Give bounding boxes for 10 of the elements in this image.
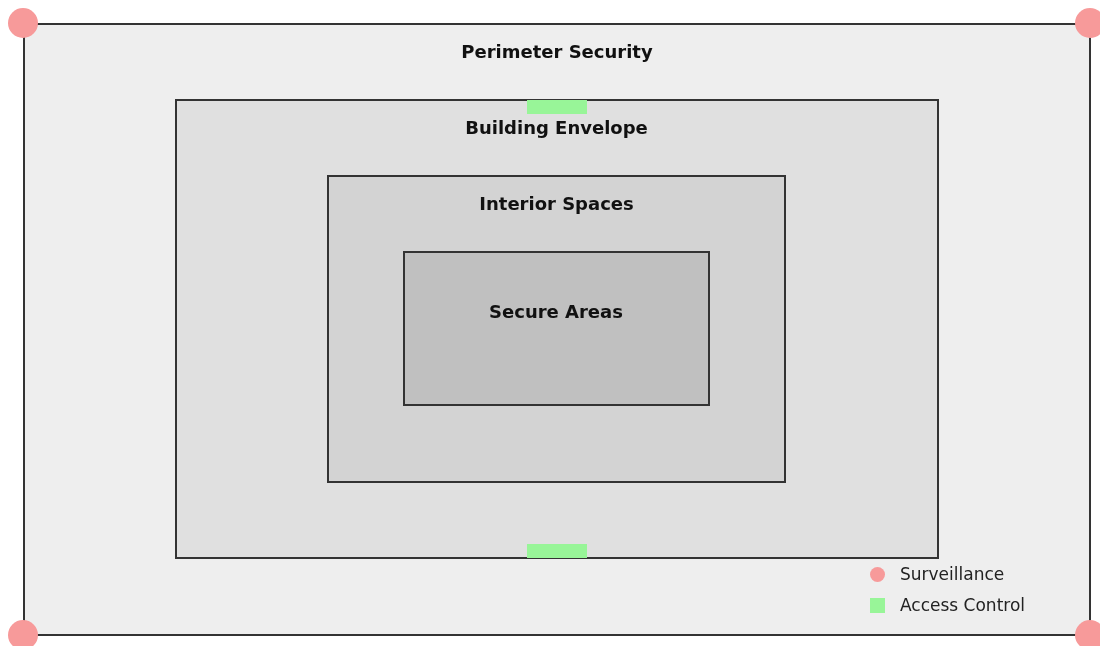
building-zone [174, 98, 939, 559]
zone-title: Interior Spaces [479, 193, 634, 214]
secure-zone [402, 250, 710, 406]
legend-label: Access Control [900, 595, 1026, 615]
legend-label: Surveillance [900, 564, 1005, 584]
zone-title: Secure Areas [489, 300, 623, 322]
interior-zone [327, 175, 786, 483]
zone-title: Perimeter Security [461, 41, 653, 62]
perimeter-zone [23, 23, 1091, 636]
zone-title: Building Envelope [465, 116, 648, 138]
